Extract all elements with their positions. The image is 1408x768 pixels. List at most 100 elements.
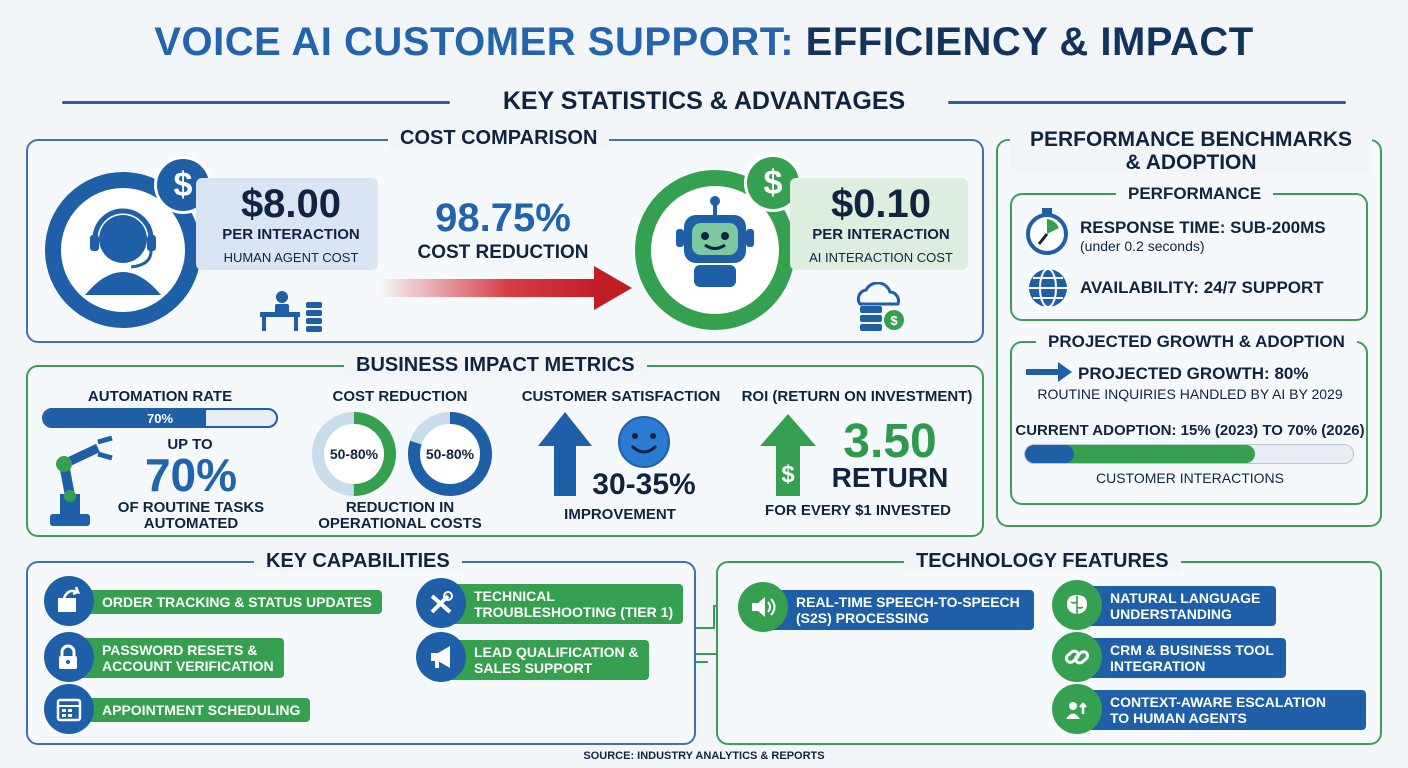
tech-context-escalation: CONTEXT-AWARE ESCALATION TO HUMAN AGENTS — [1080, 690, 1366, 730]
package-arrow-icon — [44, 576, 94, 626]
cloud-server-icon: $ — [856, 282, 904, 331]
capability-appointment-scheduling: APPOINTMENT SCHEDULING — [72, 698, 311, 722]
automation-big: 70% — [144, 449, 238, 501]
svg-text:$: $ — [890, 313, 898, 328]
arrow-up-icon — [538, 412, 592, 496]
reduction-value: 98.75% — [435, 196, 571, 240]
automation-line1: OF ROUTINE TASKS — [117, 499, 265, 516]
tech-label-line2: UNDERSTANDING — [1110, 606, 1232, 622]
capability-label-line2: TROUBLESHOOTING (TIER 1) — [474, 604, 674, 620]
calendar-icon — [44, 684, 94, 734]
capability-label: APPOINTMENT SCHEDULING — [102, 702, 301, 718]
tech-crm-integration: CRM & BUSINESS TOOL INTEGRATION — [1080, 638, 1286, 678]
subtitle-rule-right — [948, 101, 1346, 104]
tech-label-line1: CRM & BUSINESS TOOL — [1110, 642, 1274, 658]
donut-label-1: 50-80% — [330, 446, 379, 462]
brain-icon — [1052, 580, 1102, 630]
performance-panel-title: PERFORMANCE BENCHMARKS & ADOPTION — [1010, 128, 1372, 174]
page-title: VOICE AI CUSTOMER SUPPORT: EFFICIENCY & … — [0, 20, 1408, 65]
capability-password-resets: PASSWORD RESETS & ACCOUNT VERIFICATION — [72, 638, 284, 678]
donut-arc-2 — [408, 412, 492, 496]
automation-title: AUTOMATION RATE — [87, 388, 233, 405]
globe-icon — [1029, 268, 1067, 308]
capability-lead-qualification: LEAD QUALIFICATION & SALES SUPPORT — [444, 640, 649, 680]
availability-text: AVAILABILITY: 24/7 SUPPORT — [1080, 278, 1324, 297]
adoption-target-fill — [1025, 445, 1255, 463]
stopwatch-icon — [1026, 208, 1068, 255]
ai-price: $0.10 — [830, 182, 932, 226]
roi-sub: FOR EVERY $1 INVESTED — [765, 502, 951, 519]
csat-sub: IMPROVEMENT — [564, 506, 676, 523]
cost-comparison-label: COST COMPARISON — [388, 127, 610, 150]
headset-agent-icon — [85, 208, 161, 295]
reduction-arrow — [378, 266, 632, 310]
human-unit: PER INTERACTION — [222, 226, 360, 243]
robot-arm-icon — [50, 435, 113, 526]
tech-label-line2: (S2S) PROCESSING — [796, 610, 930, 626]
growth-label: PROJECTED GROWTH & ADOPTION — [1036, 332, 1357, 352]
adoption-current-fill — [1025, 445, 1075, 463]
speaker-icon — [738, 582, 788, 632]
human-desc: HUMAN AGENT COST — [223, 250, 359, 265]
human-agent-ring — [45, 172, 201, 328]
subtitle-rule-left — [62, 101, 450, 104]
svg-text:$: $ — [781, 461, 795, 488]
tech-label-line2: TO HUMAN AGENTS — [1110, 710, 1247, 726]
roi-big: 3.50 — [843, 415, 937, 468]
growth-sub: ROUTINE INQUIRIES HANDLED BY AI BY 2029 — [1037, 386, 1343, 402]
automation-up-to: UP TO — [167, 436, 213, 453]
performance-title-line2: & ADOPTION — [1125, 151, 1257, 174]
business-impact-panel — [26, 365, 984, 537]
automation-progress-bar: 70% — [42, 408, 278, 428]
cost-reduction-donuts: 50-80% 50-80% — [312, 412, 492, 496]
arrow-right-icon — [1026, 362, 1072, 382]
response-time-title: RESPONSE TIME: SUB-200MS — [1080, 218, 1326, 237]
automation-line2: AUTOMATED — [143, 515, 239, 532]
capability-label-line2: ACCOUNT VERIFICATION — [102, 658, 274, 674]
cost-reduction-line1: REDUCTION IN — [345, 499, 455, 516]
person-escalate-icon — [1052, 684, 1102, 734]
capability-label-line1: PASSWORD RESETS & — [102, 642, 258, 658]
tech-label-line1: CONTEXT-AWARE ESCALATION — [1110, 694, 1326, 710]
capability-order-tracking: ORDER TRACKING & STATUS UPDATES — [72, 590, 382, 614]
ai-unit: PER INTERACTION — [812, 226, 950, 243]
donut-arc-1 — [312, 412, 396, 496]
key-capabilities-label: KEY CAPABILITIES — [254, 550, 462, 573]
performance-title-line1: PERFORMANCE BENCHMARKS — [1029, 128, 1352, 151]
tech-label-line1: REAL-TIME SPEECH-TO-SPEECH — [796, 594, 1020, 610]
source-note: SOURCE: INDUSTRY ANALYTICS & REPORTS — [583, 750, 825, 762]
cost-reduction-line2: OPERATIONAL COSTS — [318, 515, 482, 532]
page-subtitle: KEY STATISTICS & ADVANTAGES — [502, 87, 906, 115]
smiley-icon — [618, 416, 670, 468]
capability-label: ORDER TRACKING & STATUS UPDATES — [102, 594, 372, 610]
adoption-progress-bar — [1024, 444, 1354, 464]
technology-label: TECHNOLOGY FEATURES — [904, 550, 1181, 573]
automation-progress-fill — [44, 410, 207, 426]
csat-title: CUSTOMER SATISFACTION — [521, 388, 721, 405]
capability-label-line1: LEAD QUALIFICATION & — [474, 644, 639, 660]
tech-label-line1: NATURAL LANGUAGE — [1110, 590, 1261, 606]
adoption-caption: CUSTOMER INTERACTIONS — [1096, 470, 1284, 486]
desk-coins-icon — [260, 291, 322, 332]
ai-desc: AI INTERACTION COST — [809, 250, 953, 265]
csat-big: 30-35% — [592, 468, 696, 501]
roi-title: ROI (RETURN ON INVESTMENT) — [741, 388, 973, 405]
capability-label-line1: TECHNICAL — [474, 588, 555, 604]
link-chain-icon — [1052, 632, 1102, 682]
lock-key-icon — [44, 632, 94, 682]
human-cost-box — [196, 178, 378, 270]
donut-label-2: 50-80% — [426, 446, 475, 462]
tech-natural-language: NATURAL LANGUAGE UNDERSTANDING — [1080, 586, 1276, 626]
growth-title: PROJECTED GROWTH: 80% — [1078, 364, 1309, 383]
business-impact-label: BUSINESS IMPACT METRICS — [344, 354, 647, 377]
tech-speech-to-speech: REAL-TIME SPEECH-TO-SPEECH (S2S) PROCESS… — [766, 590, 1034, 630]
cost-reduction-title: COST REDUCTION — [332, 388, 468, 405]
adoption-title: CURRENT ADOPTION: 15% (2023) TO 70% (202… — [1015, 422, 1365, 439]
capability-label-line2: SALES SUPPORT — [474, 660, 593, 676]
megaphone-icon — [416, 632, 466, 682]
robot-icon — [676, 196, 754, 287]
roi-return: RETURN — [831, 462, 949, 493]
human-price: $8.00 — [240, 182, 342, 226]
dollar-arrow-up-icon: $ — [760, 414, 816, 496]
reduction-label: COST REDUCTION — [417, 242, 589, 263]
